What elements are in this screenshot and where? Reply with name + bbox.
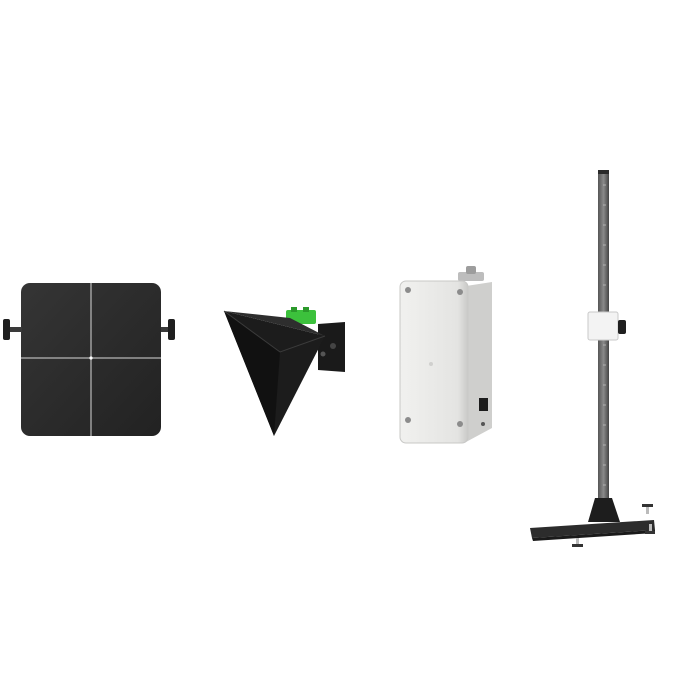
slide-clamp-icon: [587, 311, 626, 341]
left-knob-icon: [3, 319, 22, 340]
enclosure-box: [399, 266, 492, 444]
leveling-foot-icon: [572, 504, 655, 547]
radar-target-plate: [3, 283, 175, 436]
right-knob-icon: [161, 319, 175, 340]
corner-reflector: [223, 307, 345, 436]
calibration-stand: [530, 170, 655, 547]
top-clamp-icon: [458, 266, 484, 281]
